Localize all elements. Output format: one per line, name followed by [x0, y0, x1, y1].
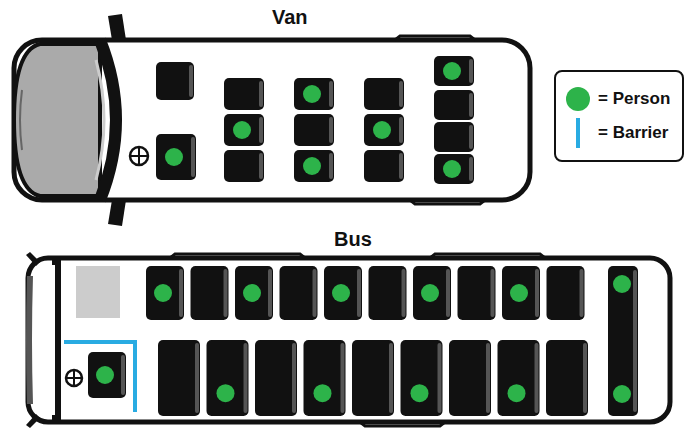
person-dot [373, 121, 391, 139]
seat [235, 266, 273, 320]
legend-text: = Barrier [598, 123, 668, 143]
seat [88, 352, 126, 398]
seat [304, 340, 346, 416]
seat [434, 154, 474, 184]
seat [434, 122, 474, 152]
seat [280, 266, 318, 320]
seat [294, 78, 334, 110]
seat [324, 266, 362, 320]
seat [498, 340, 540, 416]
seat [502, 266, 540, 320]
person-dot [421, 284, 439, 302]
legend-box: = Person = Barrier [554, 70, 684, 162]
person-dot [613, 385, 631, 403]
person-dot [303, 157, 321, 175]
seat [207, 340, 249, 416]
bus-body [26, 252, 670, 428]
seat [224, 78, 264, 110]
legend-text: = Person [598, 89, 670, 109]
person-dot [303, 85, 321, 103]
person-dot [613, 275, 631, 293]
person-dot [96, 366, 114, 384]
seat [364, 150, 404, 182]
legend-row: = Barrier [566, 116, 670, 150]
seat [434, 56, 474, 86]
bus-seats [88, 266, 638, 416]
van-body [14, 14, 530, 226]
person-dot [243, 284, 261, 302]
seat [413, 266, 451, 320]
seat [401, 340, 443, 416]
seat [156, 62, 194, 100]
seat [224, 150, 264, 182]
legend-swatch [566, 87, 590, 111]
seat [224, 114, 264, 146]
person-dot [411, 384, 429, 402]
back-bench [608, 266, 638, 416]
person-dot [165, 148, 183, 166]
person-dot [443, 62, 461, 80]
person-dot [314, 384, 332, 402]
seat [364, 114, 404, 146]
person-dot [233, 121, 251, 139]
barrier-line [64, 342, 135, 412]
seat [434, 90, 474, 120]
vehicle-heading: Van [272, 6, 308, 29]
person-dot [510, 284, 528, 302]
seat [547, 266, 585, 320]
person-dot [443, 160, 461, 178]
seat [458, 266, 496, 320]
vehicle-heading: Bus [334, 228, 372, 251]
seat [158, 340, 200, 416]
person-dot [217, 384, 235, 402]
seat [191, 266, 229, 320]
person-dot [508, 384, 526, 402]
seat [369, 266, 407, 320]
van-seats [156, 56, 474, 184]
seat [294, 114, 334, 146]
seat [146, 266, 184, 320]
seat [255, 340, 297, 416]
legend-line-sample [566, 121, 590, 145]
person-dot [154, 284, 172, 302]
seat [294, 150, 334, 182]
seat [352, 340, 394, 416]
seat [546, 340, 588, 416]
seat [449, 340, 491, 416]
person-dot [332, 284, 350, 302]
seat [364, 78, 404, 110]
seat [156, 134, 196, 180]
legend-row: = Person [566, 82, 670, 116]
